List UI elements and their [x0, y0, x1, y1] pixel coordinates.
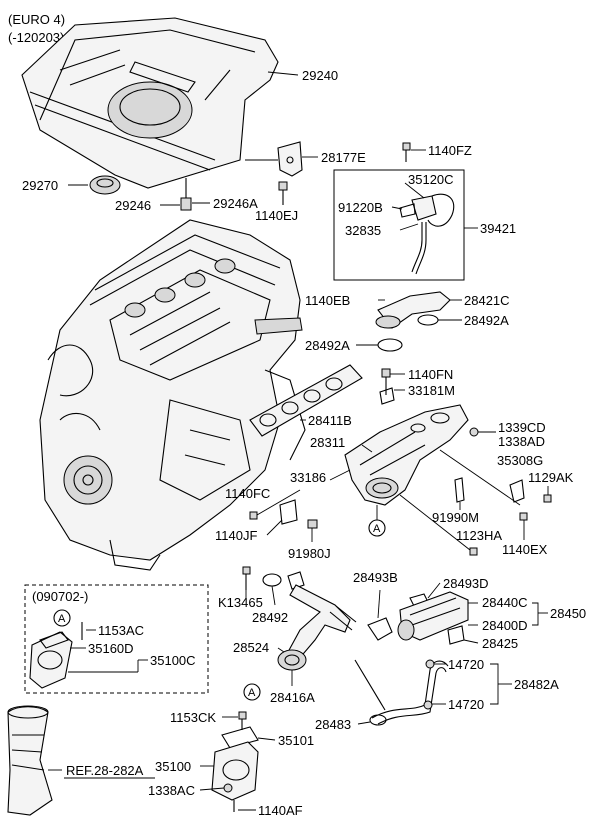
bolt-K13465-drawing	[242, 566, 251, 590]
inset-box	[24, 584, 209, 694]
label-28493B: 28493B	[353, 570, 398, 585]
label-28524: 28524	[233, 640, 269, 655]
egr-cooler-28450-drawing	[397, 591, 469, 645]
intake-hose-ref-drawing	[7, 705, 53, 816]
inset-label: (090702-)	[32, 589, 88, 604]
label-1140EX: 1140EX	[502, 542, 548, 557]
label-33186: 33186	[290, 470, 326, 485]
label-28416A: 28416A	[270, 690, 315, 705]
label-28493D: 28493D	[443, 576, 489, 591]
label-28400D: 28400D	[482, 618, 528, 633]
label-29270: 29270	[22, 178, 58, 193]
bolt-1140FN-drawing	[379, 368, 395, 405]
label-28440C: 28440C	[482, 595, 528, 610]
label-1140JF: 1140JF	[215, 528, 257, 543]
label-28482A: 28482A	[514, 677, 559, 692]
egr-pipe-28416A-drawing	[277, 584, 357, 671]
label-35101: 35101	[278, 733, 314, 748]
egr-tube-28482A-drawing	[354, 659, 449, 726]
bracket-1129AK-drawing	[509, 479, 552, 503]
label-1129AK: 1129AK	[528, 470, 574, 485]
label-35100: 35100	[155, 759, 191, 774]
clip-91980J	[307, 519, 318, 529]
label-28450: 28450	[550, 606, 586, 621]
cover-mount-29246-drawing	[180, 178, 192, 211]
label-1140FC: 1140FC	[225, 486, 270, 501]
label-28411B: 28411B	[308, 413, 352, 428]
label-35308G: 35308G	[497, 453, 543, 468]
label-35160D: 35160D	[88, 641, 134, 656]
label-91990M: 91990M	[432, 510, 479, 525]
nut-1339CD	[469, 427, 479, 437]
label-32835: 32835	[345, 223, 381, 238]
clip-91990M	[454, 477, 465, 503]
label-39421: 39421	[480, 221, 516, 236]
label-91220B: 91220B	[338, 200, 383, 215]
ref-circle-a-inset-text: A	[58, 613, 66, 625]
throttle-body-35100-drawing	[211, 711, 259, 812]
label-28492A-right: 28492A	[464, 313, 509, 328]
label-K13465: K13465	[218, 595, 263, 610]
engine-block-drawing	[39, 219, 306, 571]
label-28421C: 28421C	[464, 293, 510, 308]
exhaust-pipe-28421C-drawing	[375, 291, 451, 329]
label-ref-28-282A: REF.28-282A	[66, 763, 144, 778]
sensor-group-box	[333, 169, 465, 281]
gasket-28492A-left	[377, 338, 403, 352]
label-29240: 29240	[302, 68, 338, 83]
bracket-1140JF	[279, 499, 298, 525]
label-1140FZ: 1140FZ	[428, 143, 472, 158]
label-1140EB: 1140EB	[305, 293, 350, 308]
label-1338AC: 1338AC	[148, 783, 195, 798]
grommet-29270-drawing	[89, 175, 121, 195]
bolt-1140FZ-drawing	[402, 142, 411, 162]
label-1140FN: 1140FN	[408, 367, 453, 382]
label-1140EJ: 1140EJ	[255, 208, 298, 223]
throttle-35100C-drawing	[29, 622, 83, 689]
ref-circle-a-manifold-text: A	[373, 523, 381, 535]
label-28177E: 28177E	[321, 150, 366, 165]
ref-circle-a-throttle-text: A	[248, 687, 256, 699]
ref-circle-a-inset	[53, 609, 71, 627]
bolt-1140EJ-drawing	[278, 181, 288, 205]
gasket-28492A-right	[417, 314, 439, 326]
label-28483: 28483	[315, 717, 351, 732]
label-28492: 28492	[252, 610, 288, 625]
label-91980J: 91980J	[288, 546, 331, 561]
header-date-range: (-120203)	[8, 30, 64, 45]
label-35120C: 35120C	[408, 172, 454, 187]
sensor-39421-drawing	[399, 193, 455, 275]
label-1123HA: 1123HA	[456, 528, 502, 543]
label-35100C: 35100C	[150, 653, 196, 668]
header-euro4: (EURO 4)	[8, 12, 65, 27]
bolt-1123HA	[469, 547, 478, 556]
ref-circle-a-throttle	[243, 683, 261, 701]
label-28425: 28425	[482, 636, 518, 651]
gasket-28411B-drawing	[249, 364, 363, 437]
gasket-28493B	[367, 617, 393, 641]
label-1140AF: 1140AF	[258, 803, 303, 818]
label-14720-lower: 14720	[448, 697, 484, 712]
label-1339CD: 1339CD	[498, 420, 546, 435]
label-1153AC: 1153AC	[98, 623, 144, 638]
exhaust-manifold-28311-drawing	[344, 404, 469, 506]
label-29246: 29246	[115, 198, 151, 213]
bolt-1140EX	[519, 512, 528, 521]
engine-cover-drawing	[21, 17, 279, 189]
label-1153CK: 1153CK	[170, 710, 216, 725]
label-33181M: 33181M	[408, 383, 455, 398]
label-1338AD: 1338AD	[498, 434, 545, 449]
label-29246A: 29246A	[213, 196, 258, 211]
bracket-28177E-drawing	[277, 141, 303, 177]
bolt-1140FC	[249, 511, 258, 520]
label-28492A-left: 28492A	[305, 338, 350, 353]
label-28311: 28311	[310, 435, 345, 450]
label-14720-upper: 14720	[448, 657, 484, 672]
